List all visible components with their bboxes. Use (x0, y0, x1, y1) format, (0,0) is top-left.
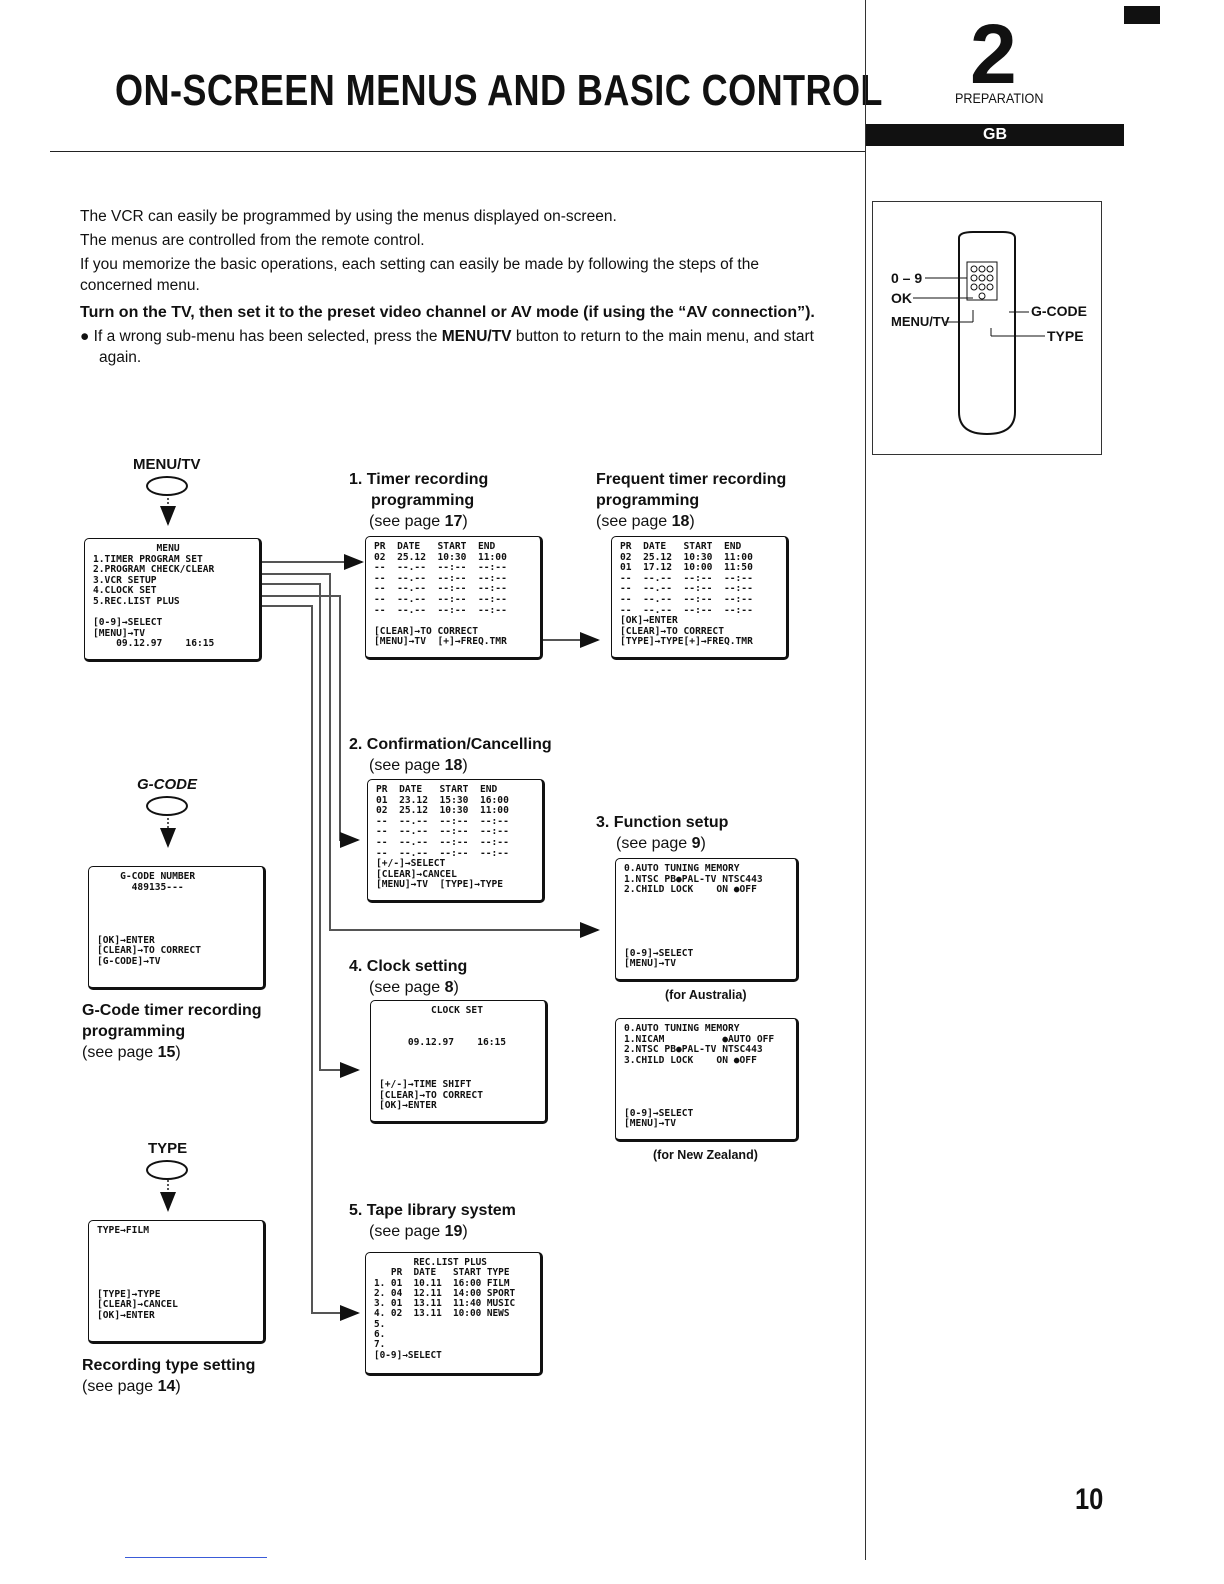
frequent-see-page: (see page 18) (596, 513, 695, 530)
bullet-post: button to return to the main menu, and s… (99, 328, 814, 366)
remote-label-ok: OK (891, 290, 912, 306)
page-title: ON-SCREEN MENUS AND BASIC CONTROL (115, 66, 883, 115)
function-section: 3. Function setup (see page 9) (596, 812, 728, 854)
menutv-button-icon (146, 476, 188, 496)
gcode-button-icon (146, 796, 188, 816)
gcode-title-1: G-Code timer recording (82, 1002, 262, 1019)
intro-instruction: Turn on the TV, then set it to the prese… (80, 304, 815, 321)
corner-tab (1124, 6, 1160, 24)
frequent-title-2: programming (596, 492, 700, 509)
region-bar: GB (866, 124, 1124, 146)
clock-screen: CLOCK SET 09.12.97 16:15 [+/-]→TIME SHIF… (370, 1000, 548, 1124)
confirm-screen: PR DATE START END 01 23.12 15:30 16:00 0… (367, 779, 545, 903)
intro-bullet: ● If a wrong sub-menu has been selected,… (80, 328, 814, 366)
frequent-screen: PR DATE START END 02 25.12 10:30 11:00 0… (611, 536, 789, 660)
remote-label-type: TYPE (1047, 328, 1084, 344)
type-caption: Recording type setting (see page 14) (82, 1355, 255, 1397)
bullet-key: MENU/TV (441, 328, 512, 345)
remote-control-icon (913, 231, 1045, 436)
remote-label-menutv: MENU/TV (891, 314, 950, 329)
function-au-screen: 0.AUTO TUNING MEMORY 1.NTSC PB●PAL-TV NT… (615, 858, 799, 982)
intro-line-1: The VCR can easily be programmed by usin… (80, 208, 617, 225)
main-menu-screen: MENU 1.TIMER PROGRAM SET 2.PROGRAM CHECK… (84, 538, 262, 662)
type-see-page: (see page 14) (82, 1378, 181, 1395)
footer-link-rule (125, 1557, 267, 1558)
function-title: 3. Function setup (596, 814, 729, 831)
intro-text: The VCR can easily be programmed by usin… (80, 206, 820, 371)
menutv-button-label: MENU/TV (133, 456, 201, 473)
gcode-title-2: programming (82, 1023, 186, 1040)
gcode-see-page: (see page 15) (82, 1044, 181, 1061)
australia-note: (for Australia) (665, 988, 747, 1002)
intro-line-3: If you memorize the basic operations, ea… (80, 256, 759, 294)
page-number: 10 (1075, 1483, 1104, 1516)
new-zealand-note: (for New Zealand) (653, 1148, 758, 1162)
tape-title: 5. Tape library system (349, 1202, 516, 1219)
tape-section: 5. Tape library system (see page 19) (349, 1200, 516, 1242)
timer-screen: PR DATE START END 02 25.12 10:30 11:00 -… (365, 536, 543, 660)
timer-title-1: 1. Timer recording (349, 471, 489, 488)
timer-section: 1. Timer recording programming (see page… (349, 469, 488, 532)
timer-title-2: programming (371, 492, 475, 509)
margin-rule (865, 0, 866, 1560)
gcode-caption: G-Code timer recording programming (see … (82, 1000, 262, 1063)
clock-title: 4. Clock setting (349, 958, 468, 975)
tape-screen: REC.LIST PLUS PR DATE START TYPE 1. 01 1… (365, 1252, 543, 1376)
timer-see-page: (see page 17) (369, 513, 468, 530)
frequent-section: Frequent timer recording programming (se… (596, 469, 786, 532)
chapter-label: PREPARATION (955, 90, 1044, 106)
function-nz-screen: 0.AUTO TUNING MEMORY 1.NICAM ●AUTO OFF 2… (615, 1018, 799, 1142)
clock-section: 4. Clock setting (see page 8) (349, 956, 467, 998)
tape-see-page: (see page 19) (369, 1223, 468, 1240)
frequent-title-1: Frequent timer recording (596, 471, 787, 488)
function-see-page: (see page 9) (616, 835, 706, 852)
type-button-label: TYPE (148, 1140, 188, 1157)
bullet-pre: If a wrong sub-menu has been selected, p… (93, 328, 442, 345)
clock-see-page: (see page 8) (369, 979, 459, 996)
remote-label-gcode: G-CODE (1031, 303, 1087, 319)
type-screen: TYPE→FILM [TYPE]→TYPE [CLEAR]→CANCEL [OK… (88, 1220, 266, 1344)
type-button-icon (146, 1160, 188, 1180)
remote-illustration-box: 0 – 9 OK MENU/TV G-CODE TYPE (872, 201, 1102, 455)
intro-line-2: The menus are controlled from the remote… (80, 232, 425, 249)
header-rule (50, 151, 865, 152)
confirm-see-page: (see page 18) (369, 757, 468, 774)
chapter-number: 2 (970, 7, 1017, 101)
remote-label-0-9: 0 – 9 (891, 270, 923, 286)
type-title: Recording type setting (82, 1357, 256, 1374)
gcode-button-label: G-CODE (137, 776, 197, 793)
confirm-section: 2. Confirmation/Cancelling (see page 18) (349, 734, 552, 776)
confirm-title: 2. Confirmation/Cancelling (349, 736, 552, 753)
gcode-screen: G-CODE NUMBER 489135--- [OK]→ENTER [CLEA… (88, 866, 266, 990)
